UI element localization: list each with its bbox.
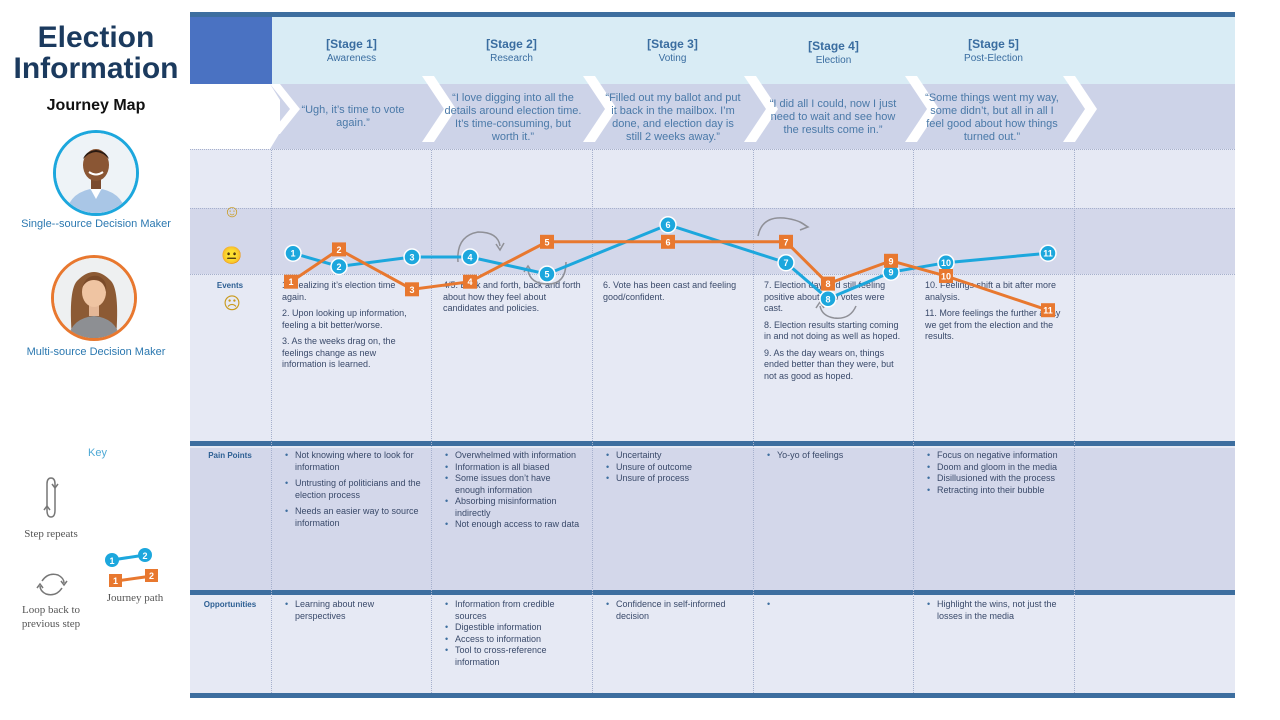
pain-point-item: Doom and gloom in the media [927,462,1065,474]
bottom-bar [190,693,1235,698]
pain-point-item: Unsure of outcome [606,462,744,474]
stage-4-title: [Stage 4] [808,39,859,53]
opportunities-row-label: Opportunities [203,600,257,609]
stage-1-quote: “Ugh, it’s time to vote again.” [301,104,405,129]
opportunity-item: Access to information [445,634,583,646]
stage-header-band [272,17,1235,84]
sad-face-icon: ☹ [223,294,241,313]
events-row-label: Events [216,281,244,290]
stage-chevrons [270,76,1097,142]
pain-point-item: Disillusioned with the process [927,473,1065,485]
event-item: 6. Vote has been cast and feeling good/c… [603,280,737,302]
pain-points-stage-5: Focus on negative information Doom and g… [925,450,1065,496]
persona-label-multi-source: Multi-source Decision Maker [26,346,166,358]
opportunities-stage-5: Highlight the wins, not just the losses … [925,599,1065,622]
event-item: 2. Upon looking up information, feeling … [282,308,407,330]
page-title: Election Information [13,21,179,85]
pain-point-item: Retracting into their bubble [927,485,1065,497]
event-item: 9. As the day wears on, things ended bet… [764,347,894,381]
stage-4-quote: “I did all I could, now I just need to w… [769,98,897,136]
emotion-band [190,208,1235,274]
pain-point-item: Uncertainty [606,450,744,462]
pain-point-item: Needs an easier way to source informatio… [285,506,423,529]
pain-point-item: Absorbing misinformation indirectly [445,496,583,519]
event-item: 1. Realizing it’s election time again. [282,280,396,302]
stage-5-quote: “Some things went my way, some didn’t, b… [925,92,1059,143]
opportunity-item: Tool to cross-reference information [445,645,583,668]
persona-avatar-single-source [53,130,139,216]
opportunities-divider [190,590,1235,595]
events-stage-4: 7. Election day and still feeling positi… [764,280,904,387]
svg-text:2: 2 [149,571,154,581]
event-item: 11. More feelings the further away we ge… [925,308,1061,341]
event-item: 7. Election day and still feeling positi… [764,280,886,313]
pain-points-stage-2: Overwhelmed with information Information… [443,450,583,531]
pain-point-item: Untrusting of politicians and the electi… [285,478,423,501]
top-bar [190,12,1235,17]
events-stage-2: 4/5. Back and forth, back and forth abou… [443,280,583,320]
svg-text:1: 1 [113,576,118,586]
journey-path-icon: 1 2 1 2 [105,548,158,587]
key-title: Key [88,447,107,459]
stage-5-title: [Stage 5] [968,37,1019,51]
stage-1-subtitle: Awareness [326,53,377,64]
event-item: 3. As the weeks drag on, the feelings ch… [282,336,396,369]
events-stage-5: 10. Feelings shift a bit after more anal… [925,280,1065,348]
persona-label-single-source: Single--source Decision Maker [21,218,171,230]
key-step-repeats-label: Step repeats [24,528,78,540]
pain-point-item: Unsure of process [606,473,744,485]
opportunities-stage-1: Learning about new perspectives [283,599,423,622]
stage-2-quote: “I love digging into all the details aro… [444,92,582,143]
stage-3-subtitle: Voting [658,53,687,64]
stage-4-subtitle: Election [815,55,852,66]
happy-face-icon: ☺ [223,202,241,221]
events-stage-3: 6. Vote has been cast and feeling good/c… [603,280,743,308]
step-repeats-icon [43,477,59,518]
page-subtitle: Journey Map [46,97,146,114]
pain-point-item: Yo-yo of feelings [767,450,905,462]
svg-text:2: 2 [142,551,147,561]
pain-point-item: Not enough access to raw data [445,519,583,531]
opportunity-item: Confidence in self-informed decision [606,599,744,622]
stage-3-quote: “Filled out my ballot and put it back in… [605,92,741,143]
opportunity-item: Digestible information [445,622,583,634]
pain-points-stage-3: Uncertainty Unsure of outcome Unsure of … [604,450,744,485]
stage-5-subtitle: Post-Election [964,53,1023,64]
svg-text:1: 1 [109,556,114,566]
opportunity-item: Information from credible sources [445,599,583,622]
key-journey-path-label: Journey path [106,592,164,604]
opportunities-stage-2: Information from credible sources Digest… [443,599,583,668]
opportunities-stage-3: Confidence in self-informed decision [604,599,744,622]
opportunity-item: Highlight the wins, not just the losses … [927,599,1065,622]
pain-points-divider [190,441,1235,446]
quote-band [190,84,1235,149]
pain-point-item: Some issues don’t have enough informatio… [445,473,583,496]
event-item: 10. Feelings shift a bit after more anal… [925,280,1057,302]
event-item: 8. Election results starting coming in a… [764,319,901,342]
pain-points-stage-4: Yo-yo of feelings [765,450,905,462]
key-loop-back-label: Loop back to previous step [21,604,81,630]
pain-point-item: Not knowing where to look for informatio… [285,450,423,473]
pain-point-item: Overwhelmed with information [445,450,583,462]
pain-points-stage-1: Not knowing where to look for informatio… [283,450,423,529]
man-portrait-icon [56,133,136,213]
events-stage-1: 1. Realizing it’s election time again. 2… [282,280,422,376]
pain-point-item: Focus on negative information [927,450,1065,462]
event-item: 4/5. Back and forth, back and forth abou… [443,280,581,313]
woman-portrait-icon [54,258,134,338]
stage-3-title: [Stage 3] [647,37,698,51]
stage-2-subtitle: Research [490,53,533,64]
neutral-face-icon: 😐 [221,246,243,265]
corner-block [190,17,272,84]
stage-2-title: [Stage 2] [486,37,537,51]
loop-back-icon [36,573,68,596]
stage-1-title: [Stage 1] [326,37,377,51]
opportunity-item: Learning about new perspectives [285,599,423,622]
pain-point-item: Information is all biased [445,462,583,474]
pain-points-row-label: Pain Points [208,451,252,460]
persona-avatar-multi-source [51,255,137,341]
